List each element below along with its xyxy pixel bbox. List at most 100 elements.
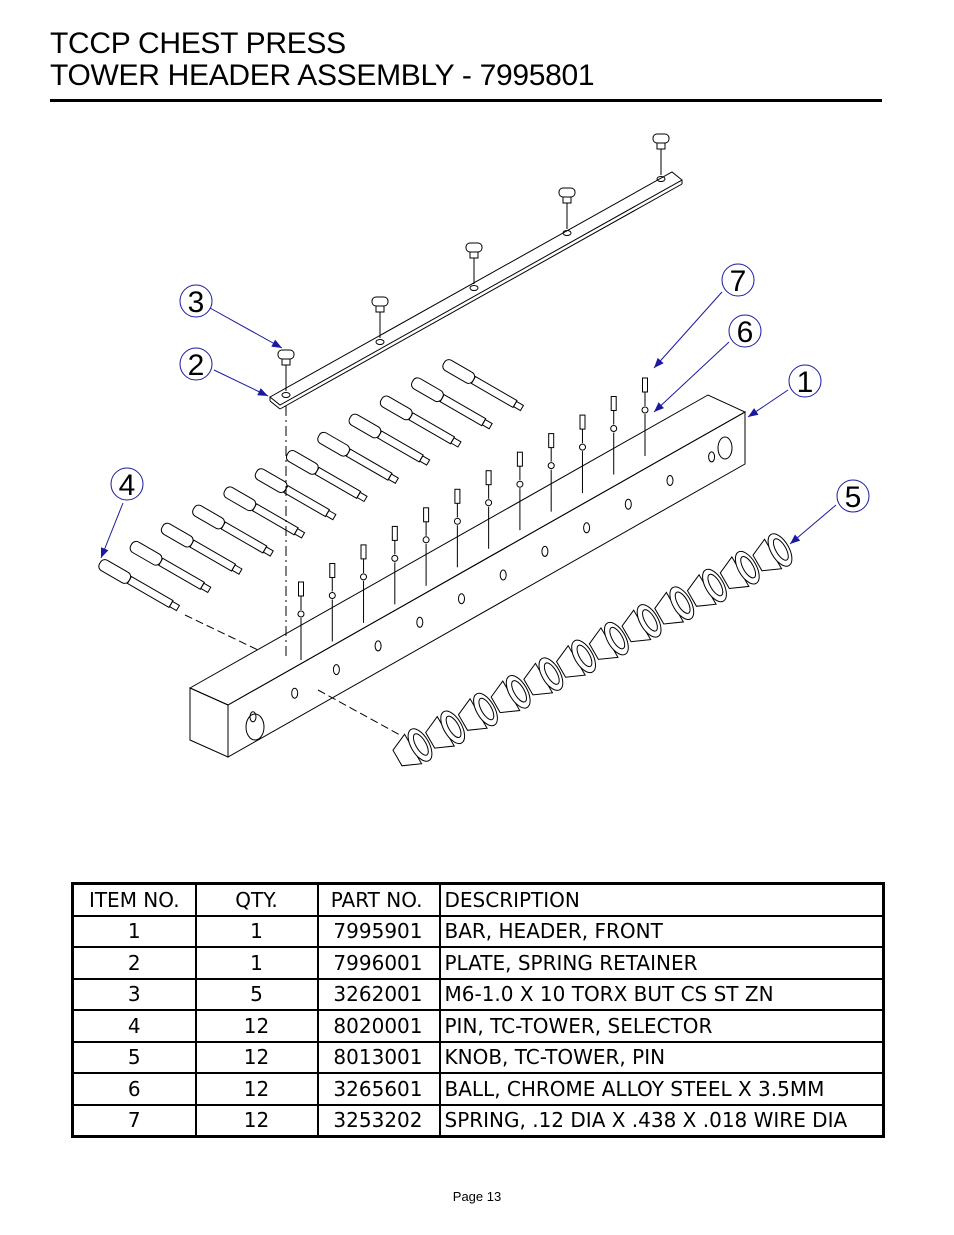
pin-hole (708, 451, 716, 463)
knob-face (603, 621, 629, 656)
header-bar-end-face (189, 687, 229, 758)
header-bar-end-hole (245, 713, 265, 741)
selector-knob (621, 604, 662, 643)
title-underline (50, 99, 882, 102)
callout-circle (836, 479, 870, 513)
table-row: 2 1 7996001 PLATE, SPRING RETAINER (71, 946, 885, 980)
selector-pin (192, 504, 274, 557)
spring (516, 451, 523, 467)
selector-knob (654, 586, 695, 625)
cell-part: 8020001 (316, 1009, 441, 1043)
callout-circle (179, 347, 213, 381)
selector-pin (254, 468, 337, 521)
cell-description: M6-1.0 X 10 TORX BUT CS ST ZN (438, 977, 885, 1011)
callout-leader-line (653, 291, 723, 369)
knob-stem (392, 733, 423, 767)
callout-leader-line (213, 369, 269, 397)
pin-hole (499, 569, 507, 581)
selector-pin (317, 431, 400, 484)
cell-part: 8013001 (316, 1040, 441, 1074)
callout-arrowhead (654, 402, 664, 412)
selector-pin-tip (512, 400, 525, 412)
knob-stem (654, 591, 685, 625)
knob-stem (621, 609, 652, 643)
cell-qty: 1 (194, 946, 319, 980)
knob-face (407, 728, 433, 762)
spring (360, 544, 367, 560)
callout-circle (728, 314, 762, 348)
torx-screw-head (277, 349, 295, 360)
plate-screw-hole (656, 176, 666, 182)
cell-item: 2 (71, 946, 197, 980)
knob-face-ring (674, 591, 691, 614)
knob-face-ring (576, 644, 593, 668)
callout-number: 6 (737, 316, 754, 349)
spring (548, 433, 555, 449)
knob-stem (588, 626, 619, 660)
selector-pin-shaft (345, 448, 393, 481)
callout-leader-line (789, 504, 837, 545)
knob-face (571, 639, 597, 674)
callout-arrowhead (271, 339, 282, 348)
plate-edge (279, 183, 683, 410)
knob-stem (719, 556, 750, 590)
callout-arrowhead (101, 547, 109, 558)
selector-pin (285, 450, 368, 503)
chrome-ball (453, 517, 461, 525)
knob-face-ring (642, 609, 658, 632)
selector-knob (523, 657, 564, 696)
knob-stem (457, 697, 488, 731)
callout-number: 3 (188, 286, 205, 319)
pin-hole (458, 593, 465, 605)
cell-part: 3253202 (316, 1103, 441, 1138)
torx-screw-head (465, 242, 483, 253)
selector-pin-shoulder (192, 504, 225, 530)
cell-qty: 12 (194, 1009, 319, 1043)
header-bar-top-face (188, 394, 747, 706)
selector-pin (129, 540, 212, 594)
cell-description: PIN, TC-TOWER, SELECTOR (438, 1009, 885, 1043)
plate-screw-hole (469, 285, 479, 291)
torx-screw-neck (562, 196, 572, 204)
cell-item: 4 (71, 1009, 197, 1043)
chrome-ball (610, 425, 618, 432)
callout-number: 5 (845, 481, 862, 514)
table-row: 4 12 8020001 PIN, TC-TOWER, SELECTOR (71, 1009, 885, 1043)
selector-pin-shoulder (98, 559, 132, 584)
selector-pin-shaft (126, 575, 174, 609)
cell-part: 3262001 (316, 977, 441, 1011)
selector-pin-tip (325, 509, 337, 521)
table-row: 7 12 3253202 SPRING, .12 DIA X .438 X .0… (71, 1103, 885, 1138)
selector-pin-shoulder (223, 486, 257, 512)
pin-insertion-line (184, 614, 259, 651)
callout-number: 4 (119, 469, 136, 502)
cell-qty: 1 (194, 914, 319, 948)
callout-number: 7 (730, 265, 747, 298)
callout-circle (110, 467, 144, 501)
plate-screw-hole (281, 392, 291, 398)
selector-pin-shoulder (348, 413, 382, 439)
selector-pin-shaft (220, 521, 268, 554)
chrome-ball (391, 554, 399, 562)
plate-screw-hole (375, 339, 385, 345)
torx-screw-head (558, 187, 576, 198)
knob-face-ring (707, 573, 724, 597)
table-header-row: ITEM NO. QTY. PART NO. DESCRIPTION (71, 882, 885, 917)
header-bar-far-hole (717, 436, 733, 460)
selector-pin (223, 486, 306, 539)
callout-number: 2 (188, 349, 205, 382)
spring (485, 470, 492, 486)
cell-description: PLATE, SPRING RETAINER (438, 946, 885, 980)
cell-qty: 12 (194, 1040, 319, 1074)
title-line-1: TCCP CHEST PRESS (50, 27, 346, 60)
spring (391, 525, 398, 541)
selector-pin-tip (356, 491, 368, 503)
selector-pin (442, 359, 525, 412)
knob-face-ring (772, 538, 789, 561)
callout-leader-line (653, 341, 730, 413)
torx-screw-neck (469, 251, 479, 259)
callout-leader-line (209, 307, 283, 349)
spring (298, 581, 304, 597)
pin-hole (249, 711, 257, 723)
